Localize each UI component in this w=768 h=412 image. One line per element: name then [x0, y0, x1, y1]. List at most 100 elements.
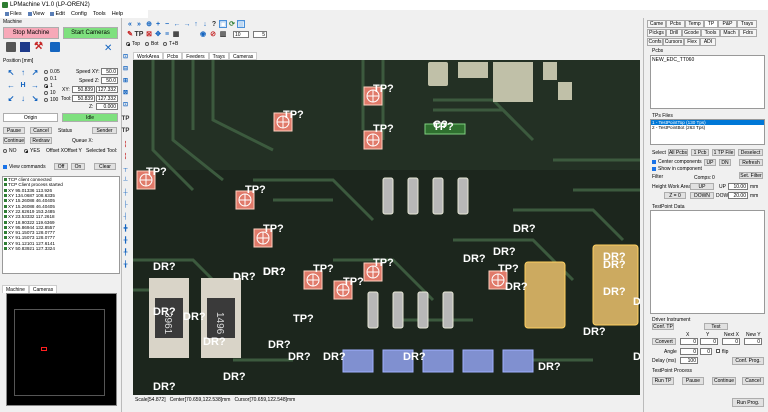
menu-tools[interactable]: Tools	[92, 11, 106, 17]
down-button[interactable]: DOWN	[690, 192, 714, 199]
capture-icon[interactable]	[50, 42, 60, 52]
select-icon[interactable]: ▣	[219, 20, 227, 28]
flip-checkbox[interactable]	[716, 349, 720, 353]
camera-icon[interactable]	[6, 42, 16, 52]
tab-pnp[interactable]: P&P	[718, 20, 737, 28]
conf-tp-button[interactable]: Conf. TP	[652, 323, 674, 330]
delay-field[interactable]: 100	[680, 357, 698, 364]
no-radio[interactable]	[3, 149, 7, 153]
probe-icon-2[interactable]: ╎	[123, 154, 128, 160]
save-icon[interactable]	[20, 42, 30, 52]
menu-config[interactable]: Config	[70, 11, 87, 17]
test-point-pad[interactable]	[273, 112, 293, 132]
off-button[interactable]: Off	[54, 163, 68, 170]
command-log[interactable]: TCP client connected TCP Client process …	[2, 176, 120, 274]
continue-tp-button[interactable]: Continue	[712, 377, 736, 385]
convert-field-2[interactable]: 0	[700, 338, 718, 345]
redraw-button[interactable]: Redraw	[30, 137, 52, 144]
tab-tp[interactable]: TP	[704, 20, 718, 28]
probe-icon-8[interactable]: ╋	[123, 226, 128, 232]
convert-button[interactable]: Convert	[652, 338, 676, 345]
speed-xy-field[interactable]: 50.0	[101, 68, 118, 75]
yes-radio[interactable]	[24, 149, 28, 153]
continue-button[interactable]: Continue	[3, 137, 25, 144]
test-point-pad[interactable]	[235, 190, 255, 210]
help-icon[interactable]: ?	[211, 20, 217, 28]
up-button[interactable]: UP	[704, 159, 716, 166]
down-field[interactable]: 20.00	[728, 192, 748, 199]
probe-icon-11[interactable]: ╁	[123, 262, 128, 268]
pcb-work-area[interactable]: 3961 1496 TP?TP?TP?TP?TP?TP?TP?TP?TP?TP?…	[133, 60, 640, 395]
pan-down-icon[interactable]: ↓	[203, 20, 207, 28]
tab-pcbs[interactable]: Pcbs	[163, 52, 183, 60]
tb-radio[interactable]	[163, 42, 167, 46]
tab-adi[interactable]: ADI	[700, 38, 716, 46]
jog-right-icon[interactable]: →	[31, 81, 39, 90]
jog-up-left-icon[interactable]: ↖	[7, 68, 15, 77]
jog-down-right-icon[interactable]: ↘	[31, 94, 39, 103]
convert-field-4[interactable]: 0	[744, 338, 762, 345]
tp-text-icon-2[interactable]: TP	[121, 127, 130, 134]
tab-confs[interactable]: Confs	[647, 38, 663, 46]
height-up-field[interactable]: 10.00	[728, 183, 748, 190]
zoom-field[interactable]: 10	[233, 31, 249, 38]
tab-machine[interactable]: Machine	[2, 285, 29, 293]
tab-cameras[interactable]: Cameras	[28, 285, 58, 293]
jog-down-icon[interactable]: ↓	[21, 94, 25, 103]
conf-prog-button[interactable]: Conf. Prog.	[732, 357, 764, 365]
pan-right-icon[interactable]: →	[183, 20, 191, 28]
pan-left-icon[interactable]: ←	[173, 20, 181, 28]
origin-button[interactable]: Origin	[3, 113, 58, 122]
cancel-button[interactable]: Cancel	[30, 127, 52, 134]
align-icon[interactable]: ≡	[164, 30, 170, 38]
test-point-pad[interactable]	[363, 130, 383, 150]
convert-field-1[interactable]: 0	[680, 338, 698, 345]
height-up-button[interactable]: UP	[690, 183, 714, 190]
sender-button[interactable]: Sender	[92, 127, 117, 134]
one-pcb-button[interactable]: 1 Pcb	[691, 149, 709, 156]
one-tp-file-button[interactable]: 1 TP File	[712, 149, 735, 156]
probe-icon-10[interactable]: ╀	[123, 250, 128, 256]
jog-home-icon[interactable]: H	[20, 82, 26, 89]
cancel-tp-button[interactable]: Cancel	[742, 377, 764, 385]
angle-field[interactable]: 0	[680, 348, 698, 355]
menu-help[interactable]: Help	[111, 11, 123, 17]
jog-up-right-icon[interactable]: ↗	[31, 68, 39, 77]
menu-view[interactable]: View	[26, 11, 47, 17]
pause-tp-button[interactable]: Pause	[682, 377, 704, 385]
test-point-pad[interactable]	[303, 270, 323, 290]
bot-radio[interactable]	[145, 42, 149, 46]
deselect-button[interactable]: Deselect	[738, 149, 763, 156]
start-cameras-button[interactable]: Start Cameras	[63, 27, 118, 39]
dn-button[interactable]: DN	[719, 159, 731, 166]
probe-icon-1[interactable]: ╎	[123, 142, 128, 148]
on-button[interactable]: On	[71, 163, 85, 170]
refresh-icon[interactable]: ⟳	[229, 21, 235, 28]
probe-icon-5[interactable]: ┼	[123, 189, 128, 196]
refresh-button[interactable]: Refresh	[739, 159, 763, 166]
tp-icon-2[interactable]: ⊟	[122, 66, 129, 72]
tp-icon-4[interactable]: ⊠	[122, 90, 129, 96]
step-radio-1[interactable]	[44, 77, 48, 81]
hide-icon[interactable]: ⊘	[210, 31, 216, 38]
bars-icon[interactable]: ▥	[219, 31, 227, 38]
tp-icon-1[interactable]: ⊡	[122, 54, 129, 60]
collapse-right-icon[interactable]: »	[137, 20, 141, 28]
tab-pcbs-r[interactable]: Pcbs	[666, 20, 685, 28]
pause-button[interactable]: Pause	[3, 127, 25, 134]
tab-trays[interactable]: Trays	[208, 52, 229, 60]
menu-files[interactable]: Files	[3, 11, 24, 17]
menu-edit[interactable]: Edit	[48, 11, 66, 17]
top-radio[interactable]	[126, 42, 130, 46]
jog-down-left-icon[interactable]: ↙	[7, 94, 15, 103]
view-commands-checkbox[interactable]	[3, 165, 7, 169]
tab-tools[interactable]: Tools	[701, 29, 720, 37]
step-radio-4[interactable]	[44, 98, 48, 102]
crosshair-icon[interactable]: ✕	[104, 43, 113, 54]
tab-pickgs[interactable]: Pickgs	[647, 29, 666, 37]
zoom-icon[interactable]: ⊕	[146, 21, 152, 28]
tab-trays-r[interactable]: Trays	[737, 20, 757, 28]
pan-up-icon[interactable]: ↑	[194, 20, 198, 28]
test-point-pad[interactable]	[488, 270, 508, 290]
jog-left-icon[interactable]: ←	[7, 81, 15, 90]
